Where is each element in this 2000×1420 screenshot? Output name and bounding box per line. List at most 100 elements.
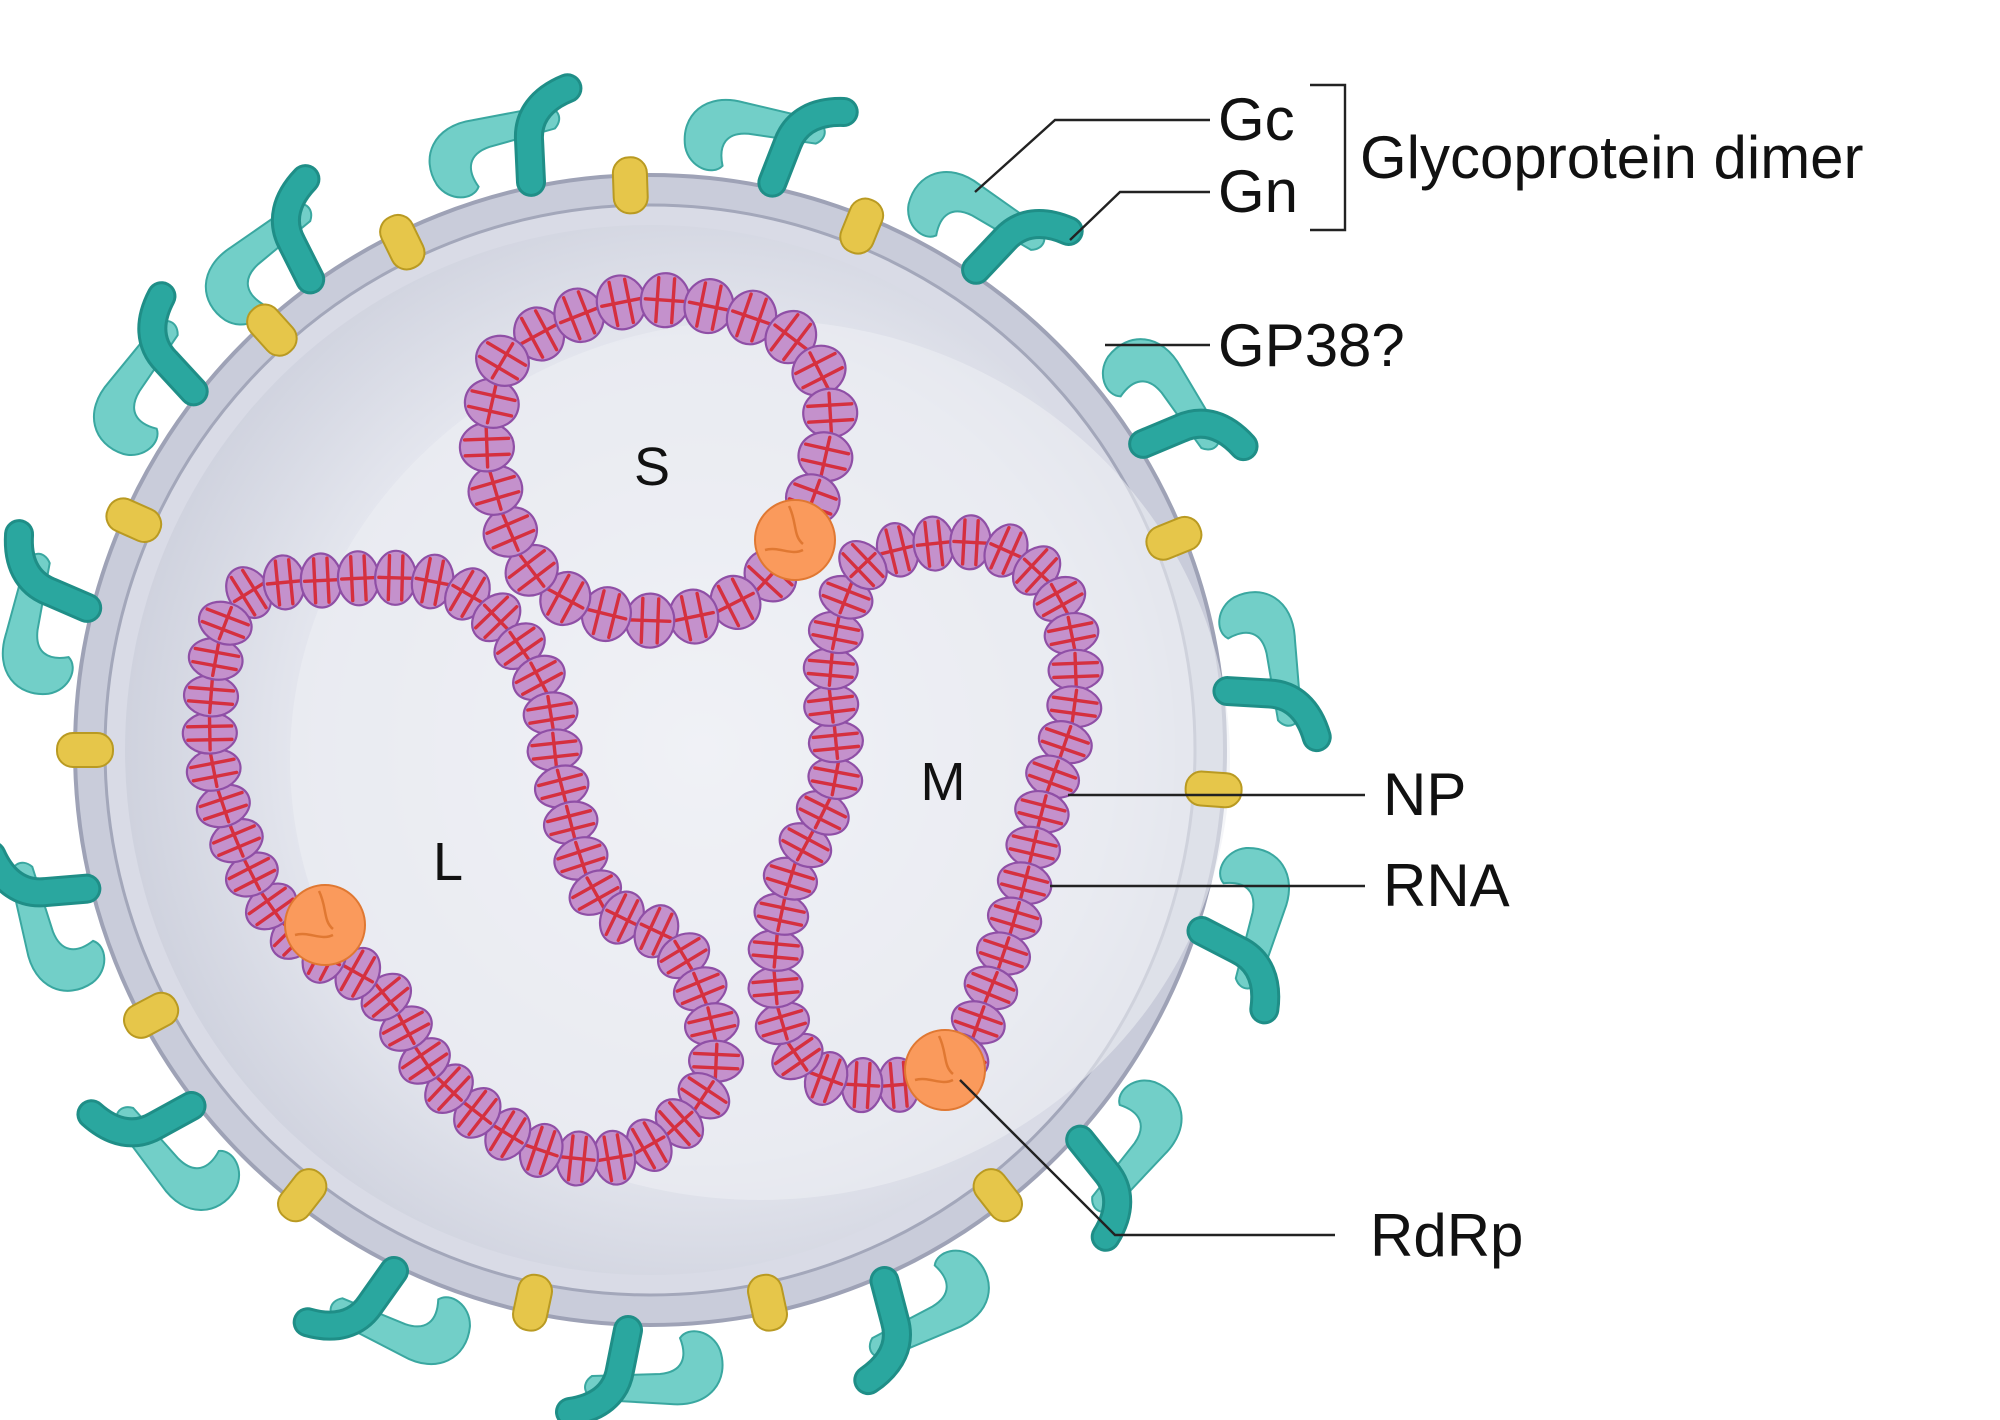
rna-strand — [207, 677, 215, 715]
np-bead — [709, 574, 762, 630]
gp38-protein — [246, 303, 298, 357]
rna-strand — [808, 351, 830, 390]
rna-strand — [302, 578, 340, 583]
np-bead — [542, 800, 599, 845]
glycoprotein-dimer — [204, 164, 326, 326]
rna-strand — [996, 936, 1011, 971]
rna-strand — [795, 828, 815, 862]
rna-strand — [813, 796, 832, 830]
rna-strand — [600, 296, 643, 309]
np-bead — [334, 946, 382, 1001]
rna-strand — [485, 382, 498, 425]
np-bead — [598, 890, 645, 945]
rna-strand — [482, 603, 510, 632]
rna-strand — [500, 511, 520, 552]
glycoprotein-dimer — [907, 170, 1084, 285]
rna-strand — [716, 591, 755, 614]
rdrp-polymerases — [284, 499, 986, 1111]
rna-strand — [772, 969, 779, 1006]
rna-strand — [643, 297, 687, 304]
segment-l-rnp — [181, 549, 745, 1187]
glycoprotein-dimer — [0, 840, 106, 992]
rna-strand — [1070, 688, 1079, 725]
np-bead — [526, 728, 583, 772]
np-bead — [753, 892, 810, 936]
np-bead — [1025, 754, 1081, 799]
np-bead — [360, 972, 413, 1022]
rna-strand — [585, 876, 606, 909]
np-bead — [299, 552, 343, 609]
np-bead — [639, 272, 691, 329]
np-bead — [949, 514, 992, 571]
np-bead — [771, 1032, 824, 1081]
rna-strand — [672, 610, 715, 623]
np-bead — [986, 896, 1043, 941]
gp38-protein — [1184, 770, 1243, 809]
rna-strand — [574, 840, 588, 877]
rna-strand — [1018, 865, 1031, 901]
glycoprotein-dimer — [853, 1249, 990, 1396]
leader-lines — [959, 83, 1365, 1237]
rna-strand — [605, 908, 639, 927]
segment-m-label: M — [921, 752, 966, 812]
gp38-protein — [1145, 515, 1203, 561]
rna-strand — [786, 1041, 809, 1072]
rna-strand — [555, 768, 568, 805]
gp38-protein — [839, 197, 885, 255]
rna-strand — [596, 1153, 633, 1163]
rna-strand — [546, 694, 555, 732]
np-bead — [950, 1000, 1006, 1045]
rna-strand — [706, 1006, 718, 1043]
rna-strand — [1049, 582, 1070, 616]
rna-strand — [435, 1075, 463, 1102]
rna-strand — [1058, 724, 1073, 760]
rna-strand — [1073, 651, 1078, 689]
np-bead — [668, 588, 720, 645]
gp38-protein — [747, 1273, 788, 1332]
rna-strand — [1022, 557, 1051, 584]
np-bead — [797, 431, 854, 483]
glycoprotein-dimer — [93, 281, 209, 456]
label-np: NP — [1383, 761, 1466, 828]
np-bead — [1005, 825, 1061, 870]
rna-strand — [585, 607, 628, 621]
rna-strand — [665, 1110, 694, 1137]
np-bead — [802, 387, 859, 439]
segment-l-label: L — [433, 832, 463, 892]
np-bead — [688, 1039, 745, 1083]
np-bead — [778, 822, 833, 869]
glycoprotein-dimer — [683, 96, 859, 198]
np-bead — [747, 929, 804, 972]
gn-subunit — [6, 522, 100, 620]
rna-strand — [1008, 900, 1022, 937]
np-bead — [374, 549, 418, 606]
rna-strand — [451, 583, 484, 605]
rna-strand — [558, 306, 600, 325]
np-bead — [683, 278, 735, 335]
label-gc: Gc — [1218, 86, 1295, 153]
np-bead — [410, 553, 455, 610]
rna-strand — [633, 1135, 666, 1156]
rna-strand — [692, 971, 709, 1007]
gp38-protein — [611, 156, 649, 215]
np-bead — [791, 344, 847, 397]
np-bead — [522, 691, 579, 735]
segment-s-label: S — [634, 437, 670, 497]
np-bead — [504, 543, 559, 597]
np-bead — [840, 1057, 884, 1114]
rna-strand — [377, 575, 415, 580]
rna-strand — [374, 982, 399, 1012]
rna-strand — [339, 575, 377, 581]
glycoprotein-dimer — [555, 1315, 724, 1420]
gn-subunit — [760, 99, 856, 195]
rna-strand — [396, 1012, 416, 1046]
rna-strand — [971, 1005, 986, 1040]
gp38-protein — [972, 1168, 1023, 1223]
np-bead — [838, 540, 888, 591]
rna-strand — [517, 552, 546, 588]
label-glycoprotein-dimer: Glycoprotein dimer — [1360, 124, 1864, 191]
rna-strand — [832, 723, 840, 761]
gn-subunit — [79, 1093, 204, 1145]
gc-subunit — [1219, 847, 1290, 990]
